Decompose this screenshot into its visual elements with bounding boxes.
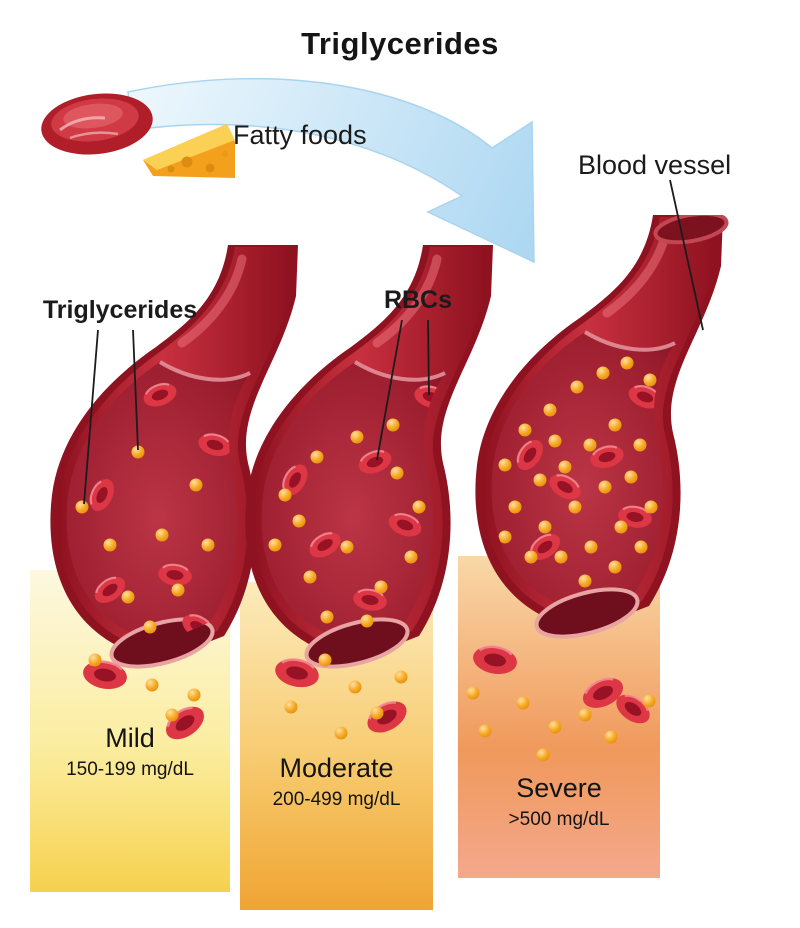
rbcs-pointer-line-2 [427, 319, 430, 396]
cheese-icon [143, 124, 235, 178]
pointer-lines-group [83, 179, 704, 505]
blood-vessel-pointer-line [669, 179, 704, 331]
triglycerides-pointer-line-1 [83, 329, 99, 505]
vessel-severe-contents [498, 356, 668, 588]
severity-gradient-moderate [240, 582, 433, 910]
fatty-foods-illustration [41, 93, 235, 178]
level-label-severe: Severe >500 mg/dL [458, 773, 660, 831]
triglyceride-dots-group [498, 356, 668, 588]
level-name: Mild [105, 723, 155, 753]
level-range: 150-199 mg/dL [66, 758, 194, 780]
triglycerides-pointer-line-2 [132, 329, 139, 451]
meat-icon [41, 93, 153, 155]
blood-vessel-label: Blood vessel [578, 150, 732, 180]
triglycerides-label: Triglycerides [42, 296, 198, 324]
vessel-cut-opening [653, 215, 729, 245]
level-label-moderate: Moderate 200-499 mg/dL [240, 753, 433, 811]
rbcs-pointer-line-1 [376, 319, 403, 461]
fatty-foods-label: Fatty foods [233, 120, 367, 150]
level-name: Severe [516, 773, 602, 803]
page-title: Triglycerides [301, 26, 499, 61]
rbc-group [510, 380, 666, 567]
level-label-mild: Mild 150-199 mg/dL [30, 723, 230, 781]
level-name: Moderate [279, 753, 394, 783]
level-range: 200-499 mg/dL [272, 788, 401, 810]
level-range: >500 mg/dL [508, 808, 610, 830]
rbcs-label: RBCs [383, 286, 453, 314]
rbc-group [276, 381, 446, 615]
